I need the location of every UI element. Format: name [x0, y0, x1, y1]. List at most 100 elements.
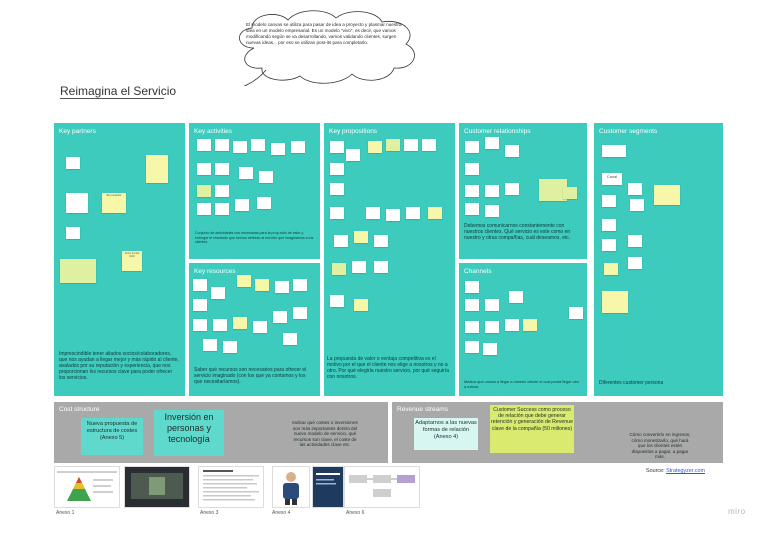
sticky-note[interactable]	[346, 149, 360, 161]
sticky-note[interactable]	[354, 299, 368, 311]
annex-3-thumbnail[interactable]	[198, 466, 264, 508]
sticky-note[interactable]	[146, 155, 168, 183]
sticky-nueva-propuesta[interactable]: Nueva propuesta de estructura de costes …	[81, 418, 143, 455]
sticky-note[interactable]	[293, 279, 307, 291]
sticky-note[interactable]	[259, 171, 273, 183]
sticky-note[interactable]	[569, 307, 583, 319]
sticky-note[interactable]	[602, 219, 616, 231]
sticky-note[interactable]	[485, 185, 499, 197]
panel-key-partners[interactable]: Key partners El proveedor Socio Fondo (G…	[54, 123, 185, 396]
annex-1-thumbnail[interactable]	[54, 466, 120, 508]
sticky-inversion[interactable]: Inversión en personas y tecnología	[154, 410, 224, 456]
sticky-note[interactable]	[539, 179, 567, 201]
sticky-note[interactable]	[197, 163, 211, 175]
sticky-note[interactable]	[505, 319, 519, 331]
annex-2-thumbnail[interactable]	[124, 466, 190, 508]
sticky-note[interactable]	[465, 281, 479, 293]
sticky-note[interactable]	[352, 261, 366, 273]
sticky-note[interactable]	[465, 341, 479, 353]
sticky-note[interactable]	[330, 141, 344, 153]
sticky-note[interactable]	[223, 341, 237, 353]
sticky-note[interactable]	[330, 183, 344, 195]
sticky-note[interactable]	[485, 137, 499, 149]
sticky-note[interactable]	[271, 143, 285, 155]
sticky-note[interactable]	[193, 279, 207, 291]
sticky-note[interactable]	[235, 199, 249, 211]
sticky-note[interactable]	[465, 299, 479, 311]
sticky-note[interactable]	[602, 239, 616, 251]
sticky-note[interactable]	[193, 319, 207, 331]
sticky-note[interactable]	[66, 227, 80, 239]
sticky-note[interactable]	[283, 333, 297, 345]
sticky-note[interactable]	[293, 307, 307, 319]
sticky-note[interactable]	[654, 185, 680, 205]
panel-key-resources[interactable]: Key resources Saber qué recursos son nec…	[189, 263, 320, 396]
sticky-note[interactable]	[291, 141, 305, 153]
sticky-note[interactable]	[602, 291, 628, 313]
sticky-note[interactable]	[253, 321, 267, 333]
sticky-note[interactable]	[628, 235, 642, 247]
sticky-note[interactable]	[233, 317, 247, 329]
sticky-note[interactable]: Canal	[602, 173, 622, 185]
sticky-note[interactable]	[197, 203, 211, 215]
sticky-note[interactable]: Socio Fondo (GD)	[122, 251, 142, 271]
panel-key-activities[interactable]: Key activities Conjunto de actividades c…	[189, 123, 320, 259]
sticky-note[interactable]	[237, 275, 251, 287]
sticky-note[interactable]	[239, 167, 253, 179]
sticky-note[interactable]	[465, 203, 479, 215]
sticky-note[interactable]	[66, 193, 88, 213]
sticky-note[interactable]	[386, 139, 400, 151]
sticky-note[interactable]	[203, 339, 217, 351]
sticky-note[interactable]	[257, 197, 271, 209]
panel-cost-structure[interactable]: Cost structure Nueva propuesta de estruc…	[54, 402, 388, 463]
sticky-note[interactable]	[197, 185, 211, 197]
panel-key-propositions[interactable]: Key propositions La propuesta de valor o…	[324, 123, 455, 396]
sticky-note[interactable]	[465, 141, 479, 153]
sticky-note[interactable]	[197, 139, 211, 151]
sticky-note[interactable]	[211, 287, 225, 299]
sticky-note[interactable]	[332, 263, 346, 275]
sticky-note[interactable]	[233, 141, 247, 153]
panel-revenue-streams[interactable]: Revenue streams Adaptarnos a las nuevas …	[392, 402, 723, 463]
annex-6-thumbnail[interactable]	[344, 466, 420, 508]
panel-customer-relationships[interactable]: Customer relationships Debemos comunicar…	[459, 123, 587, 259]
sticky-note[interactable]	[273, 311, 287, 323]
sticky-note[interactable]	[215, 163, 229, 175]
sticky-note[interactable]	[66, 157, 80, 169]
sticky-note[interactable]	[630, 199, 644, 211]
sticky-note[interactable]	[213, 319, 227, 331]
sticky-note[interactable]	[330, 207, 344, 219]
sticky-note[interactable]	[366, 207, 380, 219]
sticky-note[interactable]	[215, 203, 229, 215]
sticky-note[interactable]	[255, 279, 269, 291]
sticky-note[interactable]	[386, 209, 400, 221]
sticky-note[interactable]	[251, 139, 265, 151]
sticky-note[interactable]	[465, 163, 479, 175]
source-link[interactable]: Strategyzer.com	[666, 468, 706, 474]
sticky-note[interactable]	[330, 295, 344, 307]
sticky-note[interactable]	[505, 183, 519, 195]
sticky-note[interactable]	[422, 139, 436, 151]
sticky-note[interactable]	[374, 235, 388, 247]
sticky-note[interactable]	[406, 207, 420, 219]
sticky-note[interactable]	[275, 281, 289, 293]
sticky-note[interactable]	[523, 319, 537, 331]
sticky-note[interactable]	[368, 141, 382, 153]
sticky-note[interactable]	[602, 195, 616, 207]
panel-channels[interactable]: Channels Medios que vamos a llegar a nue…	[459, 263, 587, 396]
sticky-note[interactable]	[193, 299, 207, 311]
panel-customer-segments[interactable]: Customer segments Canal Diferentes custo…	[594, 123, 723, 396]
sticky-note[interactable]	[509, 291, 523, 303]
annex-4-thumbnail[interactable]	[272, 466, 310, 508]
sticky-note[interactable]	[485, 205, 499, 217]
sticky-note[interactable]	[628, 183, 642, 195]
sticky-customer-success[interactable]: Customer Success como proceso de relació…	[490, 405, 574, 453]
sticky-note[interactable]	[60, 259, 96, 283]
sticky-adaptarnos[interactable]: Adaptarnos a las nuevas formas de relaci…	[414, 418, 478, 450]
sticky-note[interactable]	[485, 299, 499, 311]
sticky-note[interactable]	[563, 187, 577, 199]
sticky-note[interactable]	[374, 261, 388, 273]
sticky-note[interactable]	[465, 185, 479, 197]
sticky-note[interactable]	[485, 321, 499, 333]
sticky-note[interactable]	[330, 163, 344, 175]
